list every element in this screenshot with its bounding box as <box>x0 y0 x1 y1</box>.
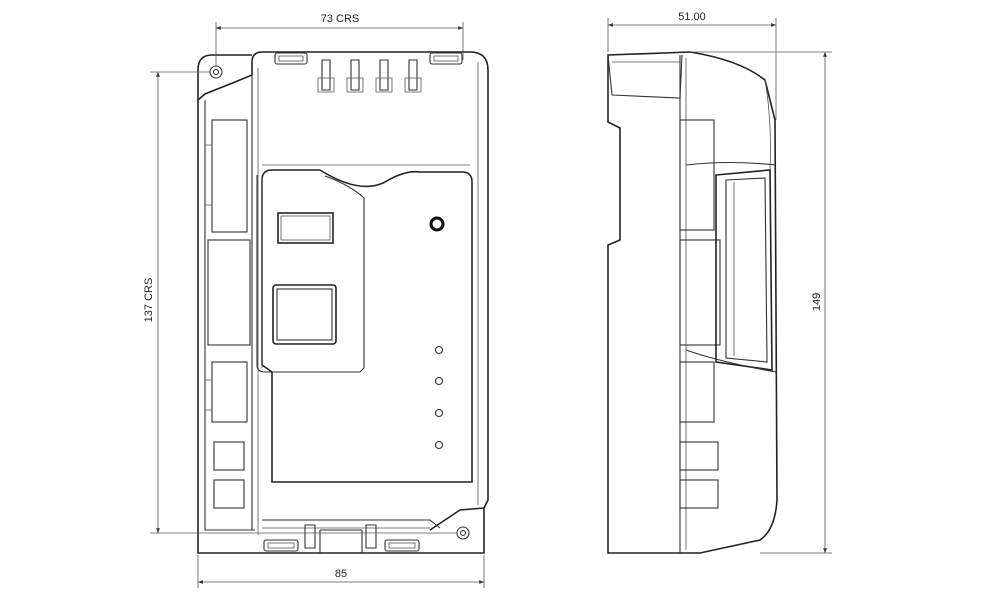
side-view-slot-1 <box>679 119 715 231</box>
front-cover <box>261 169 473 483</box>
top-clip-left <box>274 52 308 65</box>
led-4 <box>434 440 444 450</box>
dim-overall-width: 85 <box>197 555 485 588</box>
bottom-clip-right <box>384 539 420 552</box>
led-3 <box>434 408 444 418</box>
dimensions: 73 CRS 137 CRS 85 51.00 149 <box>143 11 832 588</box>
side-view-slot-5 <box>679 479 719 509</box>
dim-height-crs: 137 CRS <box>143 71 456 534</box>
side-view-slot-2 <box>679 239 721 346</box>
front-view <box>197 51 489 554</box>
side-slot-2 <box>207 239 251 346</box>
keypad-window <box>272 284 337 345</box>
side-slot-5 <box>213 479 245 509</box>
mounting-hole-top-left <box>209 65 223 79</box>
side-lid-profile <box>715 169 773 371</box>
side-view-slot-4 <box>679 441 719 471</box>
mounting-ear-top-left <box>197 54 252 100</box>
dim-width-crs-label: 73 CRS <box>321 13 360 25</box>
front-view-outline <box>197 51 489 554</box>
dim-height-crs-label: 137 CRS <box>143 278 155 323</box>
side-view <box>607 51 778 554</box>
bottom-clip-left <box>263 539 299 552</box>
top-clip-right <box>429 52 463 65</box>
din-clip <box>607 54 683 99</box>
dim-overall-height: 149 <box>690 51 832 554</box>
indicator-button <box>429 216 445 232</box>
led-1 <box>434 345 444 355</box>
side-slot-3 <box>211 361 248 423</box>
dim-overall-width-label: 85 <box>335 568 347 580</box>
terminal-tabs <box>317 59 422 93</box>
dim-depth-label: 51.00 <box>678 11 706 23</box>
mounting-hole-bottom-right <box>456 526 470 540</box>
dim-width-crs: 73 CRS <box>215 13 464 66</box>
dim-overall-height-label: 149 <box>811 293 823 311</box>
mounting-ear-bottom-right <box>429 507 485 531</box>
dim-depth: 51.00 <box>607 11 777 120</box>
side-slot-4 <box>213 441 245 471</box>
side-view-outline <box>607 51 778 554</box>
side-view-slot-3 <box>679 361 715 423</box>
led-2 <box>434 376 444 386</box>
side-slot-1 <box>211 119 248 233</box>
display-window <box>277 212 334 244</box>
